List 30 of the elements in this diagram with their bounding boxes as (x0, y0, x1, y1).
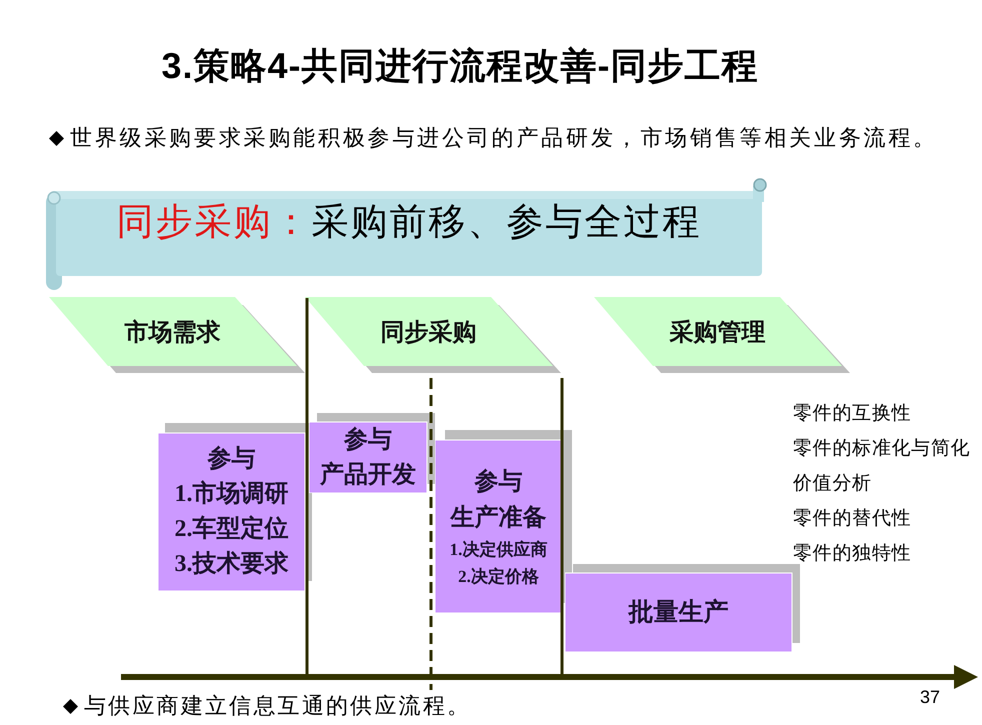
stage-text: 1.决定供应商 (450, 538, 548, 560)
phase-parallelogram (304, 297, 562, 374)
phase-label: 采购管理 (670, 318, 766, 348)
phase-label: 市场需求 (124, 318, 220, 348)
phase-label: 同步采购 (380, 318, 476, 348)
stage-box (435, 430, 572, 613)
stage-text: 3.技术要求 (174, 550, 288, 579)
stage-text: 批量生产 (628, 598, 728, 628)
list-item: 零件的独特性 (793, 542, 912, 566)
stage-heading: 参与 (344, 426, 392, 454)
bullet-text: 与供应商建立信息互通的供应流程。 (84, 692, 472, 720)
list-item: 零件的标准化与简化 (793, 437, 970, 461)
stage-heading: 参与 (208, 444, 256, 474)
stage-box (565, 564, 800, 652)
slide-title: 3.策略4-共同进行流程改善-同步工程 (161, 44, 759, 88)
stage-text: 产品开发 (320, 460, 416, 490)
list-item: 零件的替代性 (793, 507, 912, 531)
stage-text: 2.车型定位 (174, 514, 288, 544)
stage-text: 1.市场调研 (174, 479, 288, 509)
list-item: 零件的互换性 (793, 402, 912, 426)
bullet-text: 世界级采购要求采购能积极参与进公司的产品研发，市场销售等相关业务流程。 (70, 124, 938, 152)
stage-text: 生产准备 (450, 503, 546, 532)
stage-box (158, 423, 312, 591)
list-item: 价值分析 (793, 472, 872, 496)
stage-heading: 参与 (474, 468, 522, 496)
page-number: 37 (920, 686, 940, 709)
stage-text: 2.决定价格 (458, 566, 539, 588)
stage-box (309, 413, 435, 493)
phase-parallelogram (593, 297, 851, 374)
phase-parallelogram (48, 297, 306, 374)
